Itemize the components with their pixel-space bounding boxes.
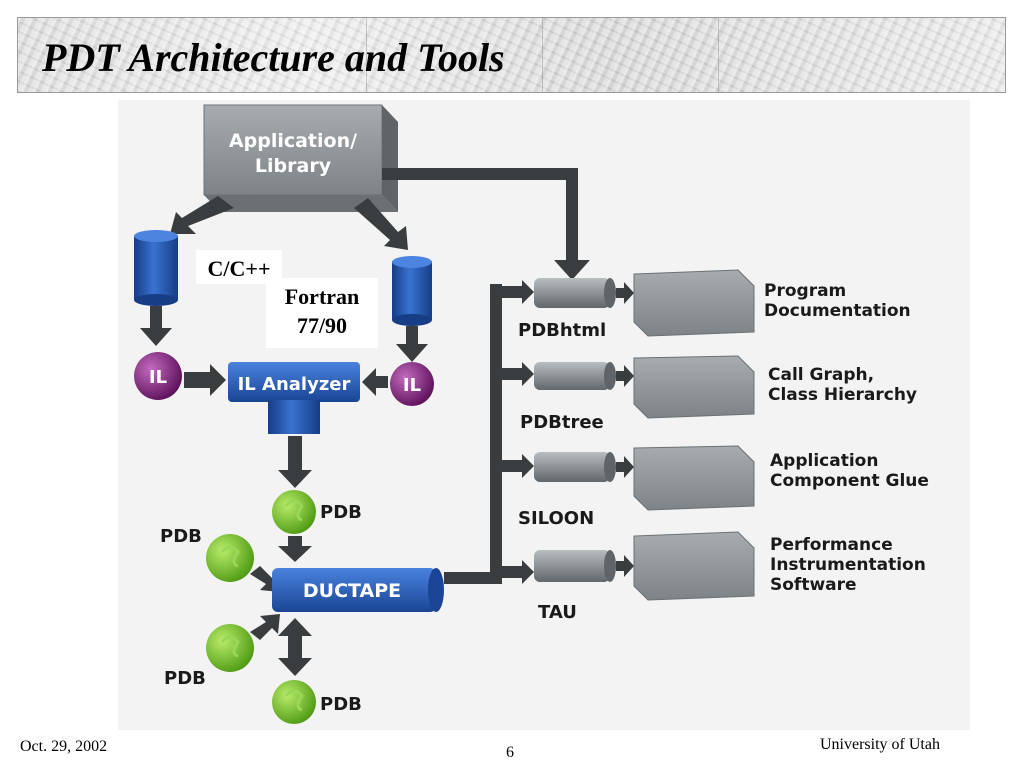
- app-library-label-line1: Application/: [229, 130, 357, 152]
- tool-row-pdbhtml: PDBhtml Program Documentation: [490, 269, 911, 341]
- arrow-to-fortran: [354, 198, 408, 250]
- architecture-diagram: Application/ Library C/C++ Fortran 77/90…: [134, 104, 929, 724]
- il-analyzer-block: IL Analyzer: [228, 362, 360, 434]
- tool-output-tau-line3: Software: [770, 575, 857, 595]
- tool-name-pdbtree: PDBtree: [520, 412, 604, 433]
- analyzer-to-pdb-arrow: [278, 436, 312, 488]
- fortran-label-line1: Fortran: [285, 284, 360, 309]
- pdb-bottom-node: PDB: [272, 680, 362, 724]
- fortran-label-bg: [266, 278, 378, 348]
- title-bar: PDT Architecture and Tools: [17, 17, 1006, 93]
- diagram-panel: Application/ Library C/C++ Fortran 77/90…: [118, 100, 970, 730]
- ductape-label: DUCTAPE: [303, 580, 401, 602]
- tool-row-tau: TAU Performance Instrumentation Software: [502, 531, 926, 623]
- pdb-top-node: PDB: [272, 490, 362, 534]
- ductape-block: DUCTAPE: [272, 568, 444, 612]
- tool-row-pdbtree: PDBtree Call Graph, Class Hierarchy: [502, 355, 917, 433]
- source-to-il-arrows: [140, 306, 428, 362]
- footer-organization: University of Utah: [820, 736, 940, 753]
- app-library-label-line2: Library: [255, 155, 332, 177]
- footer-date: Oct. 29, 2002: [20, 738, 108, 755]
- tool-output-pdbtree-line2: Class Hierarchy: [768, 385, 917, 405]
- pdb-top-label: PDB: [320, 502, 362, 523]
- il-left-node: IL: [134, 352, 182, 400]
- tool-name-pdbhtml: PDBhtml: [518, 320, 606, 341]
- title-bar-divider: [718, 18, 719, 92]
- tool-output-pdbhtml-line1: Program: [764, 281, 846, 301]
- pdb-left-bottom-label: PDB: [164, 668, 206, 689]
- il-analyzer-label: IL Analyzer: [238, 374, 351, 395]
- il-right-label: IL: [403, 375, 421, 396]
- arrow-to-cpp: [170, 196, 234, 234]
- app-arrows: [170, 168, 590, 280]
- ductape-to-tools-trunk: [444, 284, 502, 584]
- pdb-left-top-label: PDB: [160, 526, 202, 547]
- pdb-bottom-label: PDB: [320, 694, 362, 715]
- tool-name-tau: TAU: [538, 602, 577, 623]
- fortran-source-cylinder: [392, 256, 432, 326]
- pdb-left-bottom-arrow: [250, 614, 280, 640]
- title-bar-divider: [542, 18, 543, 92]
- fortran-label-line2: 77/90: [297, 313, 347, 338]
- tool-output-pdbhtml-line2: Documentation: [764, 301, 911, 321]
- footer-page-number: 6: [506, 744, 514, 761]
- il-right-node: IL: [390, 362, 434, 406]
- tool-output-pdbtree-line1: Call Graph,: [768, 365, 874, 385]
- tool-output-siloon-line1: Application: [770, 451, 878, 471]
- cpp-source-cylinder: [134, 230, 178, 306]
- arrow-to-pdbhtml: [382, 168, 590, 280]
- title-bar-divider: [366, 18, 367, 92]
- slide-title: PDT Architecture and Tools: [42, 35, 505, 80]
- tool-output-tau-line1: Performance: [770, 535, 893, 555]
- tool-output-siloon-line2: Component Glue: [770, 471, 929, 491]
- tool-name-siloon: SILOON: [518, 508, 594, 529]
- cpp-label: C/C++: [208, 256, 271, 281]
- application-library-box: Application/ Library: [203, 104, 398, 212]
- il-left-label: IL: [149, 367, 167, 388]
- il-to-analyzer-arrows: [184, 364, 388, 396]
- pdb-left-top-node: PDB: [160, 526, 254, 582]
- pdb-to-ductape-arrow: [278, 536, 312, 562]
- ductape-pdb-bidirectional-arrow: [278, 618, 312, 676]
- pdb-left-bottom-node: PDB: [164, 624, 254, 689]
- tool-output-tau-line2: Instrumentation: [770, 555, 926, 575]
- tool-row-siloon: SILOON Application Component Glue: [502, 445, 929, 529]
